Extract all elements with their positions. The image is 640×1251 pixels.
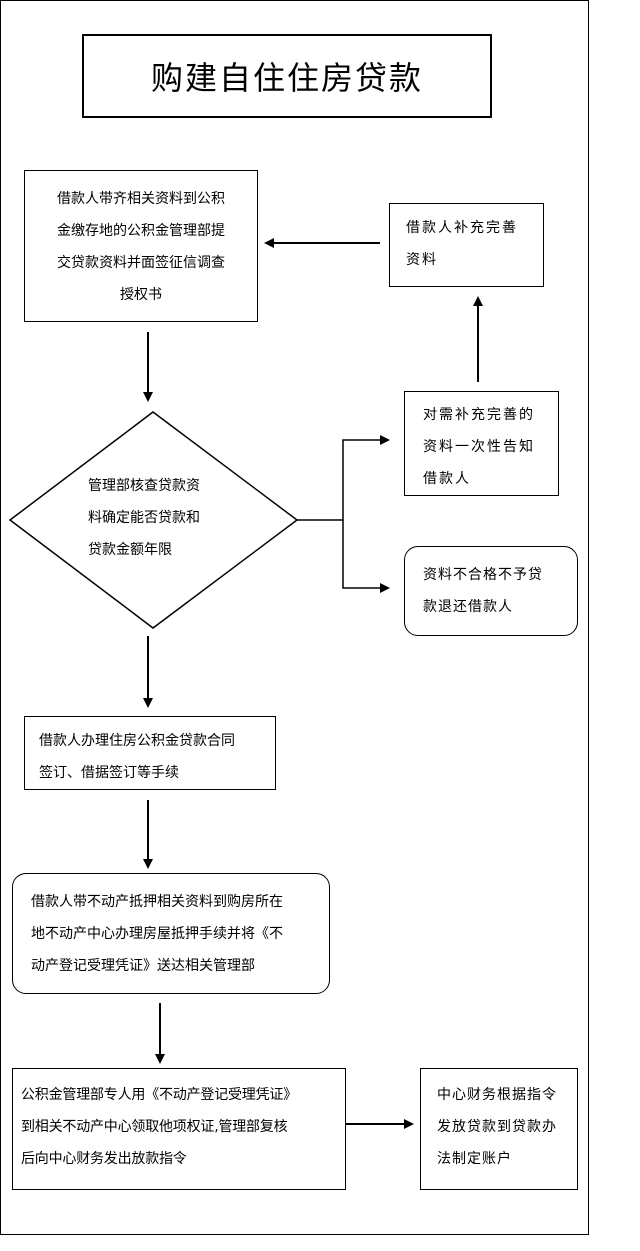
step-line: 借款人补充完善 bbox=[406, 220, 518, 236]
step-line: 金缴存地的公积金管理部提 bbox=[57, 223, 225, 239]
step-notify-borrower: 对需补充完善的 资料一次性告知 借款人 bbox=[404, 391, 559, 496]
decision-line: 管理部核查贷款资 bbox=[88, 478, 200, 494]
step-line: 对需补充完善的 bbox=[423, 407, 535, 423]
step-line: 授权书 bbox=[120, 287, 162, 303]
step-line: 中心财务根据指令 bbox=[437, 1087, 557, 1103]
step-line: 后向中心财务发出放款指令 bbox=[21, 1151, 187, 1167]
step-reject-loan: 资料不合格不予贷 款退还借款人 bbox=[404, 546, 578, 636]
step-line: 地不动产中心办理房屋抵押手续并将《不 bbox=[31, 926, 283, 942]
step-collect-rights-certificate: 公积金管理部专人用《不动产登记受理凭证》 到相关不动产中心领取他项权证,管理部复… bbox=[12, 1068, 346, 1190]
step-line: 动产登记受理凭证》送达相关管理部 bbox=[31, 958, 255, 974]
step-line: 法制定账户 bbox=[437, 1151, 512, 1167]
step-mortgage-registration: 借款人带不动产抵押相关资料到购房所在 地不动产中心办理房屋抵押手续并将《不 动产… bbox=[12, 873, 330, 994]
branch-connector bbox=[297, 435, 390, 521]
step-line: 款退还借款人 bbox=[423, 599, 513, 615]
step-release-funds: 中心财务根据指令 发放贷款到贷款办 法制定账户 bbox=[420, 1068, 578, 1190]
decision-text: 管理部核查贷款资 料确定能否贷款和 贷款金额年限 bbox=[88, 470, 200, 566]
step-line: 资料不合格不予贷 bbox=[423, 567, 543, 583]
step-line: 签订、借据签订等手续 bbox=[39, 765, 179, 781]
step-line: 到相关不动产中心领取他项权证,管理部复核 bbox=[21, 1119, 288, 1135]
decision-diamond bbox=[8, 411, 299, 629]
step-submit-documents: 借款人带齐相关资料到公积 金缴存地的公积金管理部提 交贷款资料并面签征信调查 授… bbox=[24, 170, 258, 322]
decision-line: 料确定能否贷款和 bbox=[88, 510, 200, 526]
step-line: 借款人办理住房公积金贷款合同 bbox=[39, 733, 235, 749]
step-line: 交贷款资料并面签征信调查 bbox=[57, 255, 225, 271]
step-line: 资料 bbox=[406, 252, 438, 268]
step-line: 借款人带不动产抵押相关资料到购房所在 bbox=[31, 894, 283, 910]
branch-connector-reject bbox=[342, 520, 390, 593]
page-frame bbox=[0, 0, 589, 1235]
step-line: 借款人 bbox=[423, 471, 471, 487]
step-line: 发放贷款到贷款办 bbox=[437, 1119, 557, 1135]
decision-line: 贷款金额年限 bbox=[88, 542, 172, 558]
step-supplement-documents: 借款人补充完善 资料 bbox=[389, 203, 544, 287]
step-line: 公积金管理部专人用《不动产登记受理凭证》 bbox=[21, 1087, 297, 1103]
page-title: 购建自住住房贷款 bbox=[82, 34, 492, 118]
step-line: 资料一次性告知 bbox=[423, 439, 535, 455]
step-sign-contract: 借款人办理住房公积金贷款合同 签订、借据签订等手续 bbox=[24, 716, 276, 790]
step-line: 借款人带齐相关资料到公积 bbox=[57, 191, 225, 207]
